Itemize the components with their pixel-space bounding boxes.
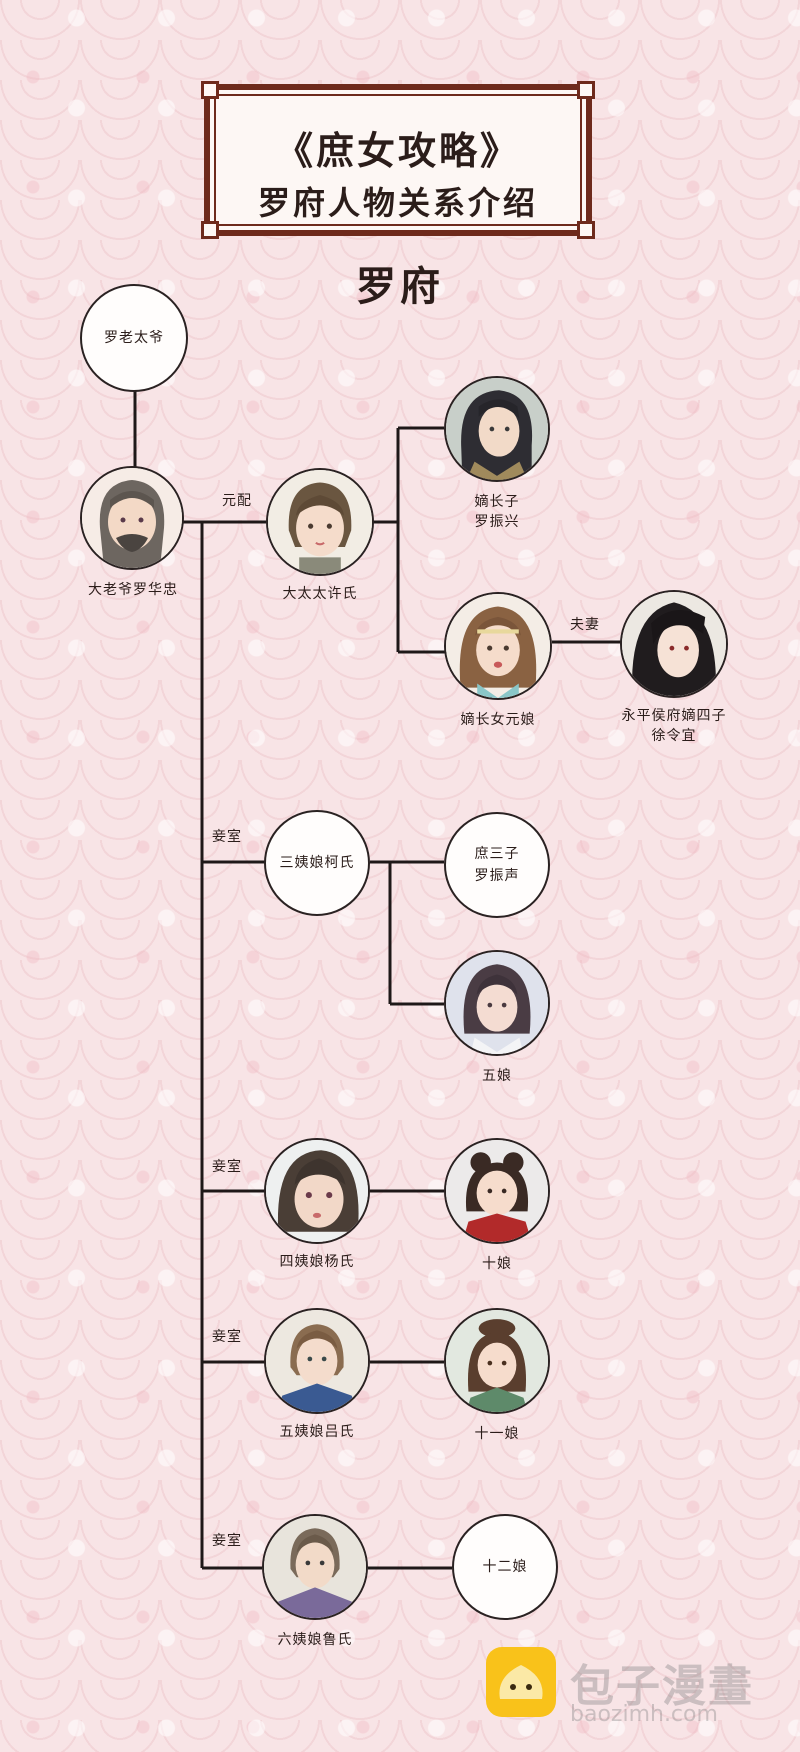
- watermark-brand: 包子漫畫: [570, 1661, 754, 1712]
- first-wife-label: 大太太许氏: [282, 586, 358, 602]
- father-label: 大老爷罗华忠: [88, 582, 178, 598]
- watermark-url: baozimh.com: [570, 1702, 718, 1727]
- node-fifth-concubine: [264, 1308, 370, 1414]
- node-sixth-concubine: [262, 1514, 368, 1620]
- twelfth-daughter-name: 十二娘: [482, 1559, 528, 1575]
- fifth-daughter-portrait: [446, 952, 548, 1054]
- node-third-son: 庶三子 罗振声: [444, 812, 550, 918]
- node-fourth-concubine: [264, 1138, 370, 1244]
- node-father: [80, 466, 184, 570]
- eldest-son-label: 嫡长子 罗振兴: [440, 492, 554, 532]
- tenth-daughter-label: 十娘: [482, 1256, 512, 1272]
- eleventh-daughter-label: 十一娘: [474, 1426, 520, 1442]
- third-son-name: 庶三子 罗振声: [475, 843, 520, 887]
- eldest-daughter-label: 嫡长女元娘: [460, 712, 536, 728]
- eldest-daughter-portrait: [446, 594, 550, 698]
- fourth-concubine-label: 四姨娘杨氏: [279, 1254, 355, 1270]
- fifth-concubine-portrait: [266, 1310, 368, 1412]
- son-in-law-portrait: [622, 592, 726, 696]
- first-wife-portrait: [268, 470, 372, 574]
- rel-concubine-3: 妾室: [212, 829, 242, 845]
- node-fifth-daughter: [444, 950, 550, 1056]
- node-grandfather: 罗老太爷: [80, 284, 188, 392]
- rel-concubine-4: 妾室: [212, 1159, 242, 1175]
- third-concubine-name: 三姨娘柯氏: [279, 855, 355, 871]
- fifth-concubine-label: 五姨娘吕氏: [279, 1424, 355, 1440]
- son-in-law-label: 永平侯府嫡四子 徐令宜: [610, 706, 738, 746]
- title-frame: 《庶女攻略》 罗府人物关系介绍: [201, 81, 595, 239]
- rel-concubine-6: 妾室: [212, 1533, 242, 1549]
- node-eleventh-daughter: [444, 1308, 550, 1414]
- third-son-given-name: 罗振声: [474, 868, 520, 884]
- rel-concubine-5: 妾室: [212, 1329, 242, 1345]
- section-title: 罗府: [356, 263, 444, 310]
- bun-logo-icon: [486, 1647, 556, 1717]
- son-in-law-name: 徐令宜: [651, 728, 697, 744]
- tenth-daughter-portrait: [446, 1140, 548, 1242]
- node-son-in-law: [620, 590, 728, 698]
- node-tenth-daughter: [444, 1138, 550, 1244]
- eldest-son-portrait: [446, 378, 548, 480]
- fifth-daughter-label: 五娘: [482, 1068, 512, 1084]
- sixth-concubine-label: 六姨娘鲁氏: [277, 1632, 353, 1648]
- grandfather-name: 罗老太爷: [104, 330, 164, 346]
- node-third-concubine: 三姨娘柯氏: [264, 810, 370, 916]
- node-first-wife: [266, 468, 374, 576]
- eleventh-daughter-portrait: [446, 1310, 548, 1412]
- node-twelfth-daughter: 十二娘: [452, 1514, 558, 1620]
- rel-couple: 夫妻: [570, 617, 600, 633]
- node-eldest-daughter: [444, 592, 552, 700]
- fourth-concubine-portrait: [266, 1140, 368, 1242]
- page-subtitle: 罗府人物关系介绍: [257, 184, 538, 222]
- page-title: 《庶女攻略》: [274, 128, 521, 173]
- rel-first-wife: 元配: [222, 493, 252, 509]
- son-in-law-title: 永平侯府嫡四子: [621, 708, 727, 724]
- sixth-concubine-portrait: [264, 1516, 366, 1618]
- father-portrait: [82, 468, 182, 568]
- eldest-son-title: 嫡长子: [474, 494, 520, 510]
- third-son-title: 庶三子: [474, 846, 520, 862]
- eldest-son-name: 罗振兴: [474, 514, 520, 530]
- node-eldest-son: [444, 376, 550, 482]
